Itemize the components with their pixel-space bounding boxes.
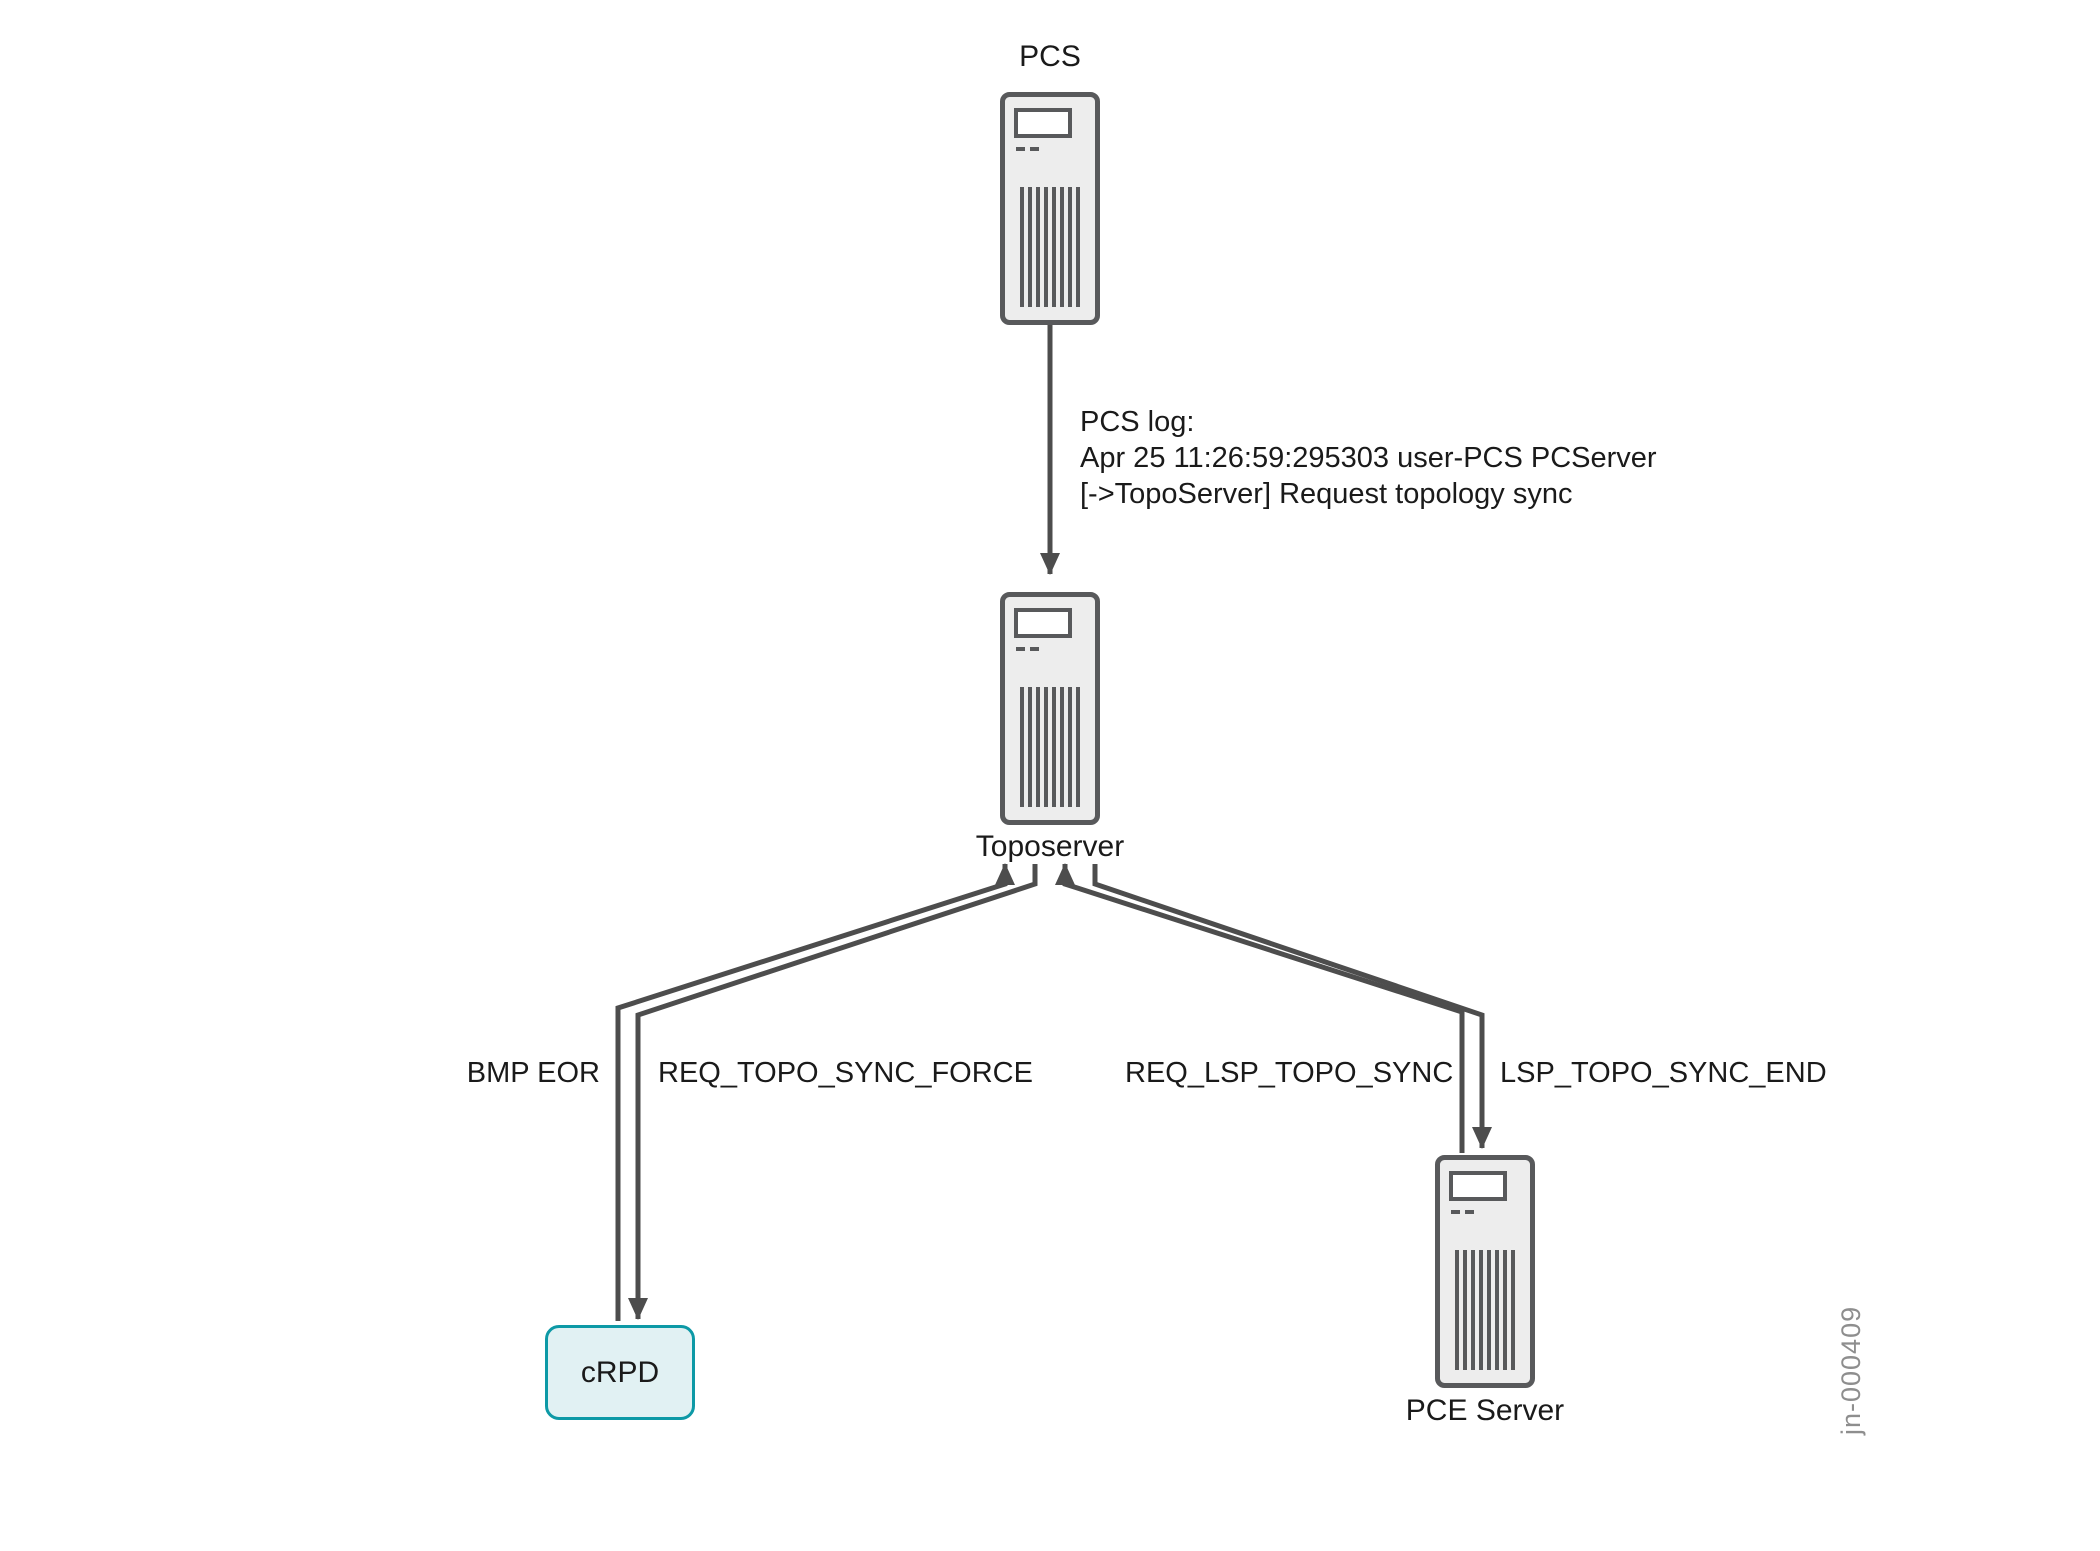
pcs-server-icon: [1000, 92, 1100, 325]
pcs-node-label: PCS: [1019, 40, 1081, 73]
req-topo-sync-force-edge-label: REQ_TOPO_SYNC_FORCE: [658, 1057, 1033, 1089]
edge-lsp-topo-sync-end-arrow: [1092, 864, 1492, 1149]
figure-id: jn-000409: [1836, 1305, 1866, 1435]
pcs-log-annotation: PCS log: Apr 25 11:26:59:295303 user-PCS…: [1080, 404, 1657, 512]
edge-bmp-eor-arrow: [615, 863, 1015, 1321]
pcs-log-line-2: Apr 25 11:26:59:295303 user-PCS PCServer: [1080, 442, 1657, 474]
crpd-node-label: cRPD: [580, 1355, 660, 1389]
crpd-node: cRPD: [545, 1325, 695, 1420]
pce-server-node-label: PCE Server: [1405, 1394, 1565, 1427]
lsp-topo-sync-end-edge-label: LSP_TOPO_SYNC_END: [1500, 1057, 1827, 1089]
toposerver-node-label: Toposerver: [975, 830, 1125, 863]
req-lsp-topo-sync-edge-label: REQ_LSP_TOPO_SYNC: [1125, 1057, 1454, 1089]
toposerver-server-icon: [1000, 592, 1100, 825]
pce-server-icon: [1435, 1155, 1535, 1388]
edge-req-topo-sync-force-arrow: [628, 864, 1038, 1320]
bmp-eor-edge-label: BMP EOR: [466, 1057, 600, 1089]
edge-req-lsp-topo-sync-arrow: [1055, 863, 1465, 1153]
pcs-log-line-1: PCS log:: [1080, 406, 1195, 438]
pcs-log-line-3: [->TopoServer] Request topology sync: [1080, 478, 1573, 510]
